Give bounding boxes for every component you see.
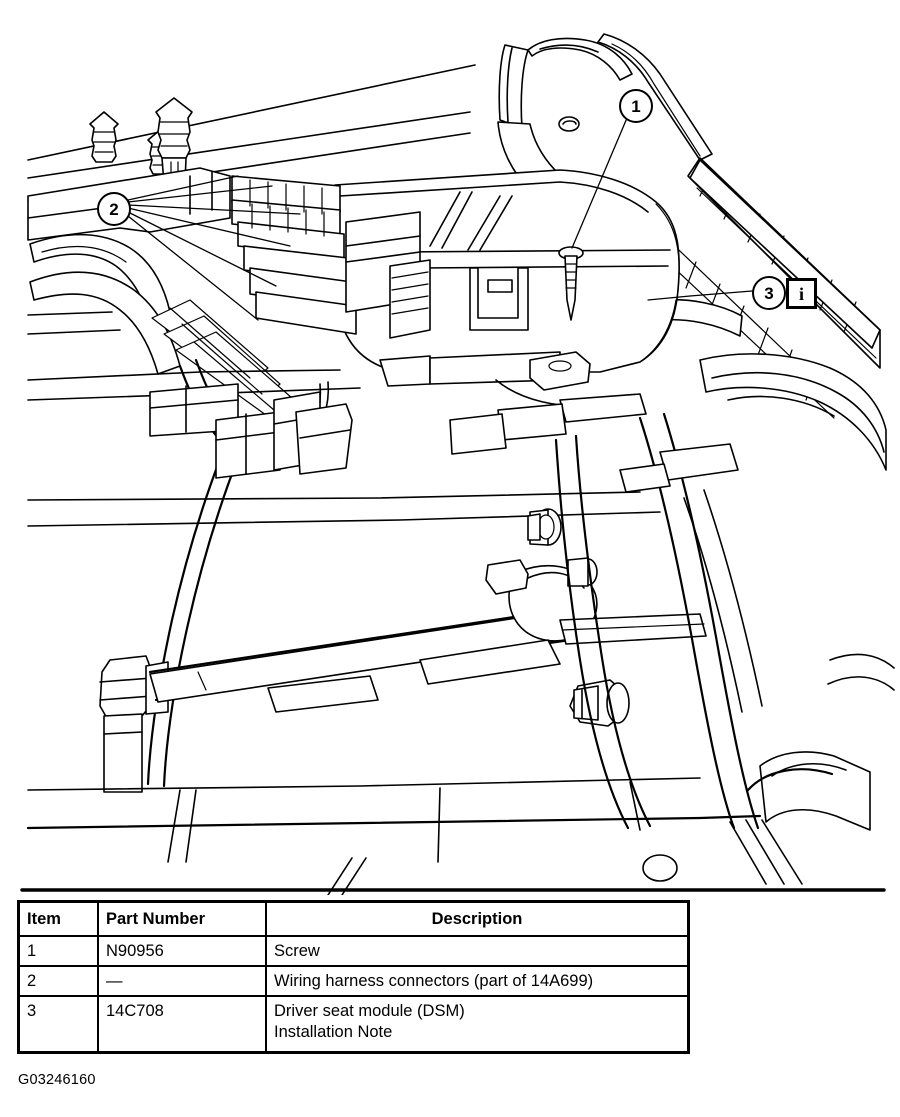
callout-label: 2 xyxy=(109,199,119,219)
wiring-harness xyxy=(29,233,330,788)
cell-item: 3 xyxy=(17,995,99,1054)
callout-marker-3: 3 xyxy=(752,276,786,310)
cell-part-number: 14C708 xyxy=(97,995,267,1054)
cell-description: Driver seat module (DSM) Installation No… xyxy=(265,995,690,1054)
table-body: 1 N90956 Screw 2 — Wiring harness connec… xyxy=(17,935,690,1054)
cell-part-number: — xyxy=(97,965,267,998)
info-glyph: i xyxy=(798,283,804,304)
connector-bank xyxy=(231,175,431,339)
table-header: Item Part Number Description xyxy=(17,900,690,938)
description-line-2: Installation Note xyxy=(274,1022,393,1041)
illustration-svg xyxy=(20,33,895,895)
figure-id-label: G03246160 xyxy=(18,1072,96,1088)
leader-lines xyxy=(127,117,753,321)
description-line-1: Driver seat module (DSM) xyxy=(274,1002,465,1021)
technical-illustration: 1 2 3 i xyxy=(20,33,895,895)
table-row: 2 — Wiring harness connectors (part of 1… xyxy=(17,965,690,998)
seat-track-assembly xyxy=(27,491,707,793)
column-header-item: Item xyxy=(17,900,99,938)
cell-description: Wiring harness connectors (part of 14A69… xyxy=(265,965,690,998)
installation-note-icon: i xyxy=(786,278,817,309)
column-header-description: Description xyxy=(265,900,690,938)
table-row: 3 14C708 Driver seat module (DSM) Instal… xyxy=(17,995,690,1054)
floor-lines xyxy=(26,777,803,895)
cell-item: 1 xyxy=(17,935,99,968)
screw-part xyxy=(558,246,584,321)
callout-label: 3 xyxy=(764,283,774,303)
parts-table: Item Part Number Description 1 N90956 Sc… xyxy=(17,900,690,1055)
table-header-row: Item Part Number Description xyxy=(17,900,690,938)
cell-description: Screw xyxy=(265,935,690,968)
bracket-with-bolts xyxy=(449,393,763,830)
table-row: 1 N90956 Screw xyxy=(17,935,690,968)
belt-strap xyxy=(746,653,895,831)
callout-marker-1: 1 xyxy=(619,89,653,123)
sill-trim xyxy=(659,298,887,471)
column-header-part-number: Part Number xyxy=(97,900,267,938)
callout-label: 1 xyxy=(631,96,641,116)
cell-item: 2 xyxy=(17,965,99,998)
callout-marker-2: 2 xyxy=(97,192,131,226)
cell-part-number: N90956 xyxy=(97,935,267,968)
body-bracket-upper xyxy=(497,33,713,191)
